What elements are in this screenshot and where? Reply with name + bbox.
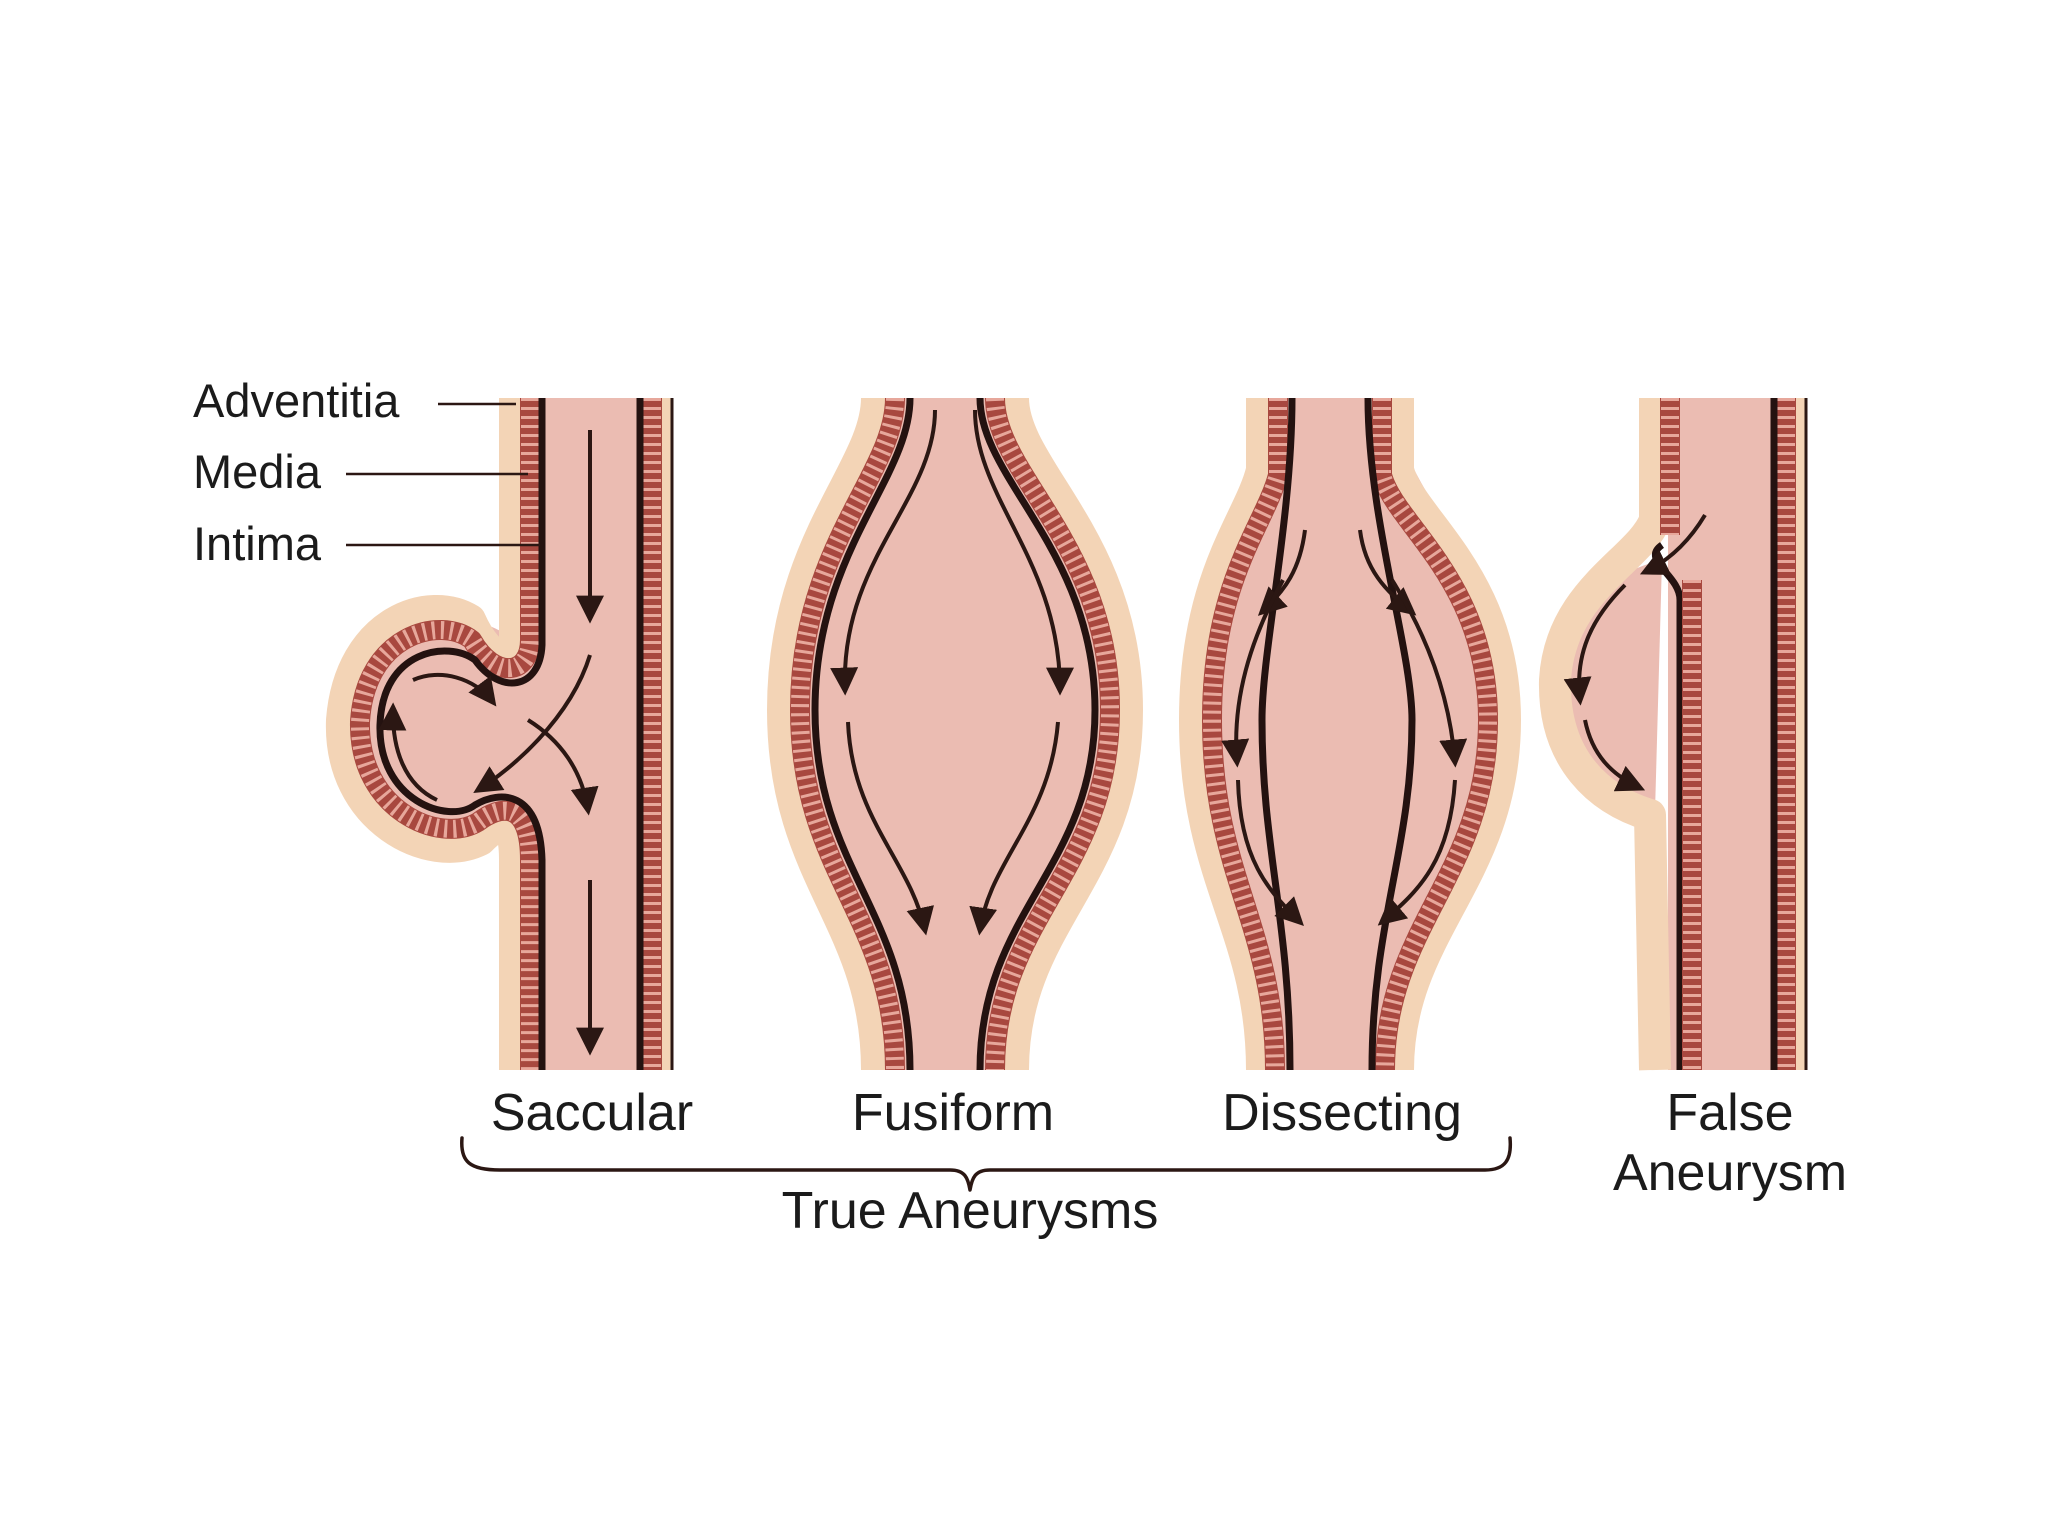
- label-adventitia: Adventitia: [193, 374, 400, 427]
- caption-dissecting: Dissecting: [1222, 1084, 1462, 1142]
- saccular-vessel: [325, 398, 674, 1070]
- fusiform-vessel: [767, 396, 1143, 1071]
- caption-true-aneurysms: True Aneurysms: [782, 1182, 1159, 1240]
- caption-false-line2: Aneurysm: [1613, 1144, 1847, 1202]
- dissecting-vessel: [1179, 397, 1521, 1071]
- layer-labels: Adventitia Media Intima: [193, 374, 540, 570]
- label-media: Media: [193, 445, 322, 498]
- caption-fusiform: Fusiform: [852, 1084, 1054, 1142]
- caption-false-line1: False: [1666, 1084, 1793, 1142]
- type-captions: Saccular Fusiform Dissecting False Aneur…: [491, 1084, 1847, 1202]
- label-intima: Intima: [193, 517, 322, 570]
- true-aneurysms-brace: [460, 1136, 1513, 1192]
- false-aneurysm-vessel: [1538, 398, 1808, 1071]
- caption-saccular: Saccular: [491, 1084, 693, 1142]
